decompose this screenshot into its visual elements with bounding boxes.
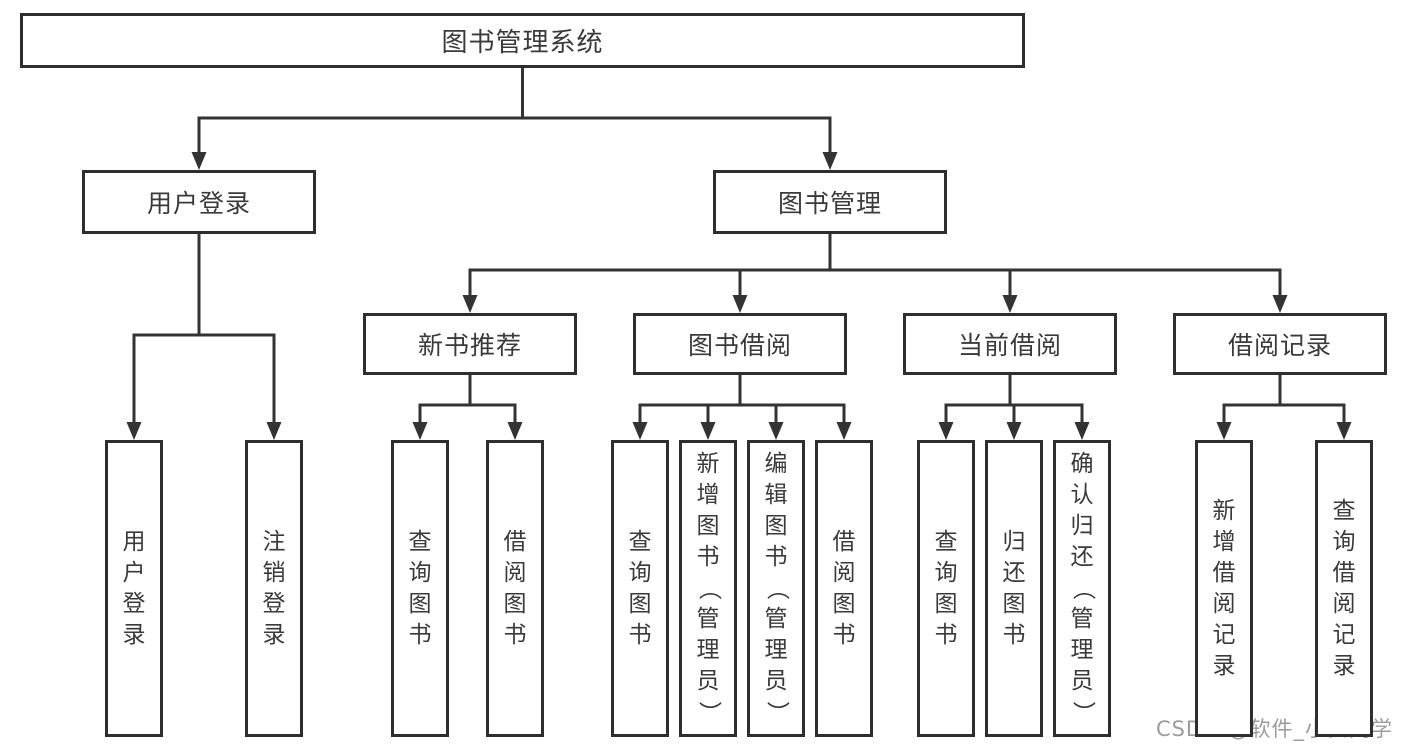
arrowhead-icon xyxy=(412,422,428,440)
node-new-book-recommend: 新书推荐 xyxy=(363,313,577,375)
node-logout: 注销登录 xyxy=(245,440,303,737)
arrowhead-icon xyxy=(1002,295,1018,313)
node-current-borrow: 当前借阅 xyxy=(903,313,1117,375)
arrowhead-icon xyxy=(191,152,207,170)
arrowhead-icon xyxy=(266,422,282,440)
node-bb-edit-book: 编辑图书（管理员） xyxy=(747,440,805,737)
arrowhead-icon xyxy=(126,422,142,440)
node-label: 当前借阅 xyxy=(957,331,1062,360)
node-book-management: 图书管理 xyxy=(713,170,947,234)
node-label: 借阅记录 xyxy=(1227,331,1332,360)
node-bb-query-book: 查询图书 xyxy=(611,440,669,737)
arrowhead-icon xyxy=(507,422,523,440)
node-label: 查询图书 xyxy=(628,528,652,648)
arrowhead-icon xyxy=(732,295,748,313)
node-label: 注销登录 xyxy=(262,528,286,648)
node-label: 新书推荐 xyxy=(417,331,522,360)
node-bb-borrow-book: 借阅图书 xyxy=(815,440,873,737)
node-label: 新增借阅记录 xyxy=(1212,497,1236,679)
node-cb-query-book: 查询图书 xyxy=(917,440,975,737)
node-label: 借阅图书 xyxy=(832,528,856,648)
node-borrow-records: 借阅记录 xyxy=(1173,313,1387,375)
arrowhead-icon xyxy=(1216,422,1232,440)
node-cb-confirm-return: 确认归还（管理员） xyxy=(1053,440,1111,737)
node-label: 查询图书 xyxy=(408,528,432,648)
arrowhead-icon xyxy=(632,422,648,440)
arrowhead-icon xyxy=(1074,422,1090,440)
node-root: 图书管理系统 xyxy=(20,13,1025,68)
node-label: 借阅图书 xyxy=(503,528,527,648)
node-br-query-record: 查询借阅记录 xyxy=(1315,440,1373,737)
node-label: 图书管理 xyxy=(777,189,882,218)
node-label: 新增图书（管理员） xyxy=(695,451,722,724)
arrowhead-icon xyxy=(938,422,954,440)
node-label: 用户登录 xyxy=(122,528,146,648)
node-br-add-record: 新增借阅记录 xyxy=(1195,440,1253,737)
node-cb-return-book: 归还图书 xyxy=(985,440,1043,737)
node-login: 用户登录 xyxy=(105,440,163,737)
arrowhead-icon xyxy=(462,295,478,313)
node-book-borrow: 图书借阅 xyxy=(633,313,847,375)
arrowhead-icon xyxy=(1336,422,1352,440)
node-label: 查询图书 xyxy=(934,528,958,648)
arrowhead-icon xyxy=(1272,295,1288,313)
node-bb-add-book: 新增图书（管理员） xyxy=(679,440,737,737)
node-label: 图书管理系统 xyxy=(441,28,604,58)
node-label: 归还图书 xyxy=(1002,528,1026,648)
node-nbr-borrow-book: 借阅图书 xyxy=(486,440,544,737)
node-label: 编辑图书（管理员） xyxy=(763,451,790,724)
arrowhead-icon xyxy=(768,422,784,440)
node-nbr-query-book: 查询图书 xyxy=(391,440,449,737)
arrowhead-icon xyxy=(822,152,838,170)
node-label: 用户登录 xyxy=(146,189,251,218)
node-label: 查询借阅记录 xyxy=(1332,497,1356,679)
node-label: 确认归还（管理员） xyxy=(1069,451,1096,724)
arrowhead-icon xyxy=(836,422,852,440)
arrowhead-icon xyxy=(700,422,716,440)
node-user-login: 用户登录 xyxy=(82,170,316,234)
node-label: 图书借阅 xyxy=(687,331,792,360)
arrowhead-icon xyxy=(1006,422,1022,440)
